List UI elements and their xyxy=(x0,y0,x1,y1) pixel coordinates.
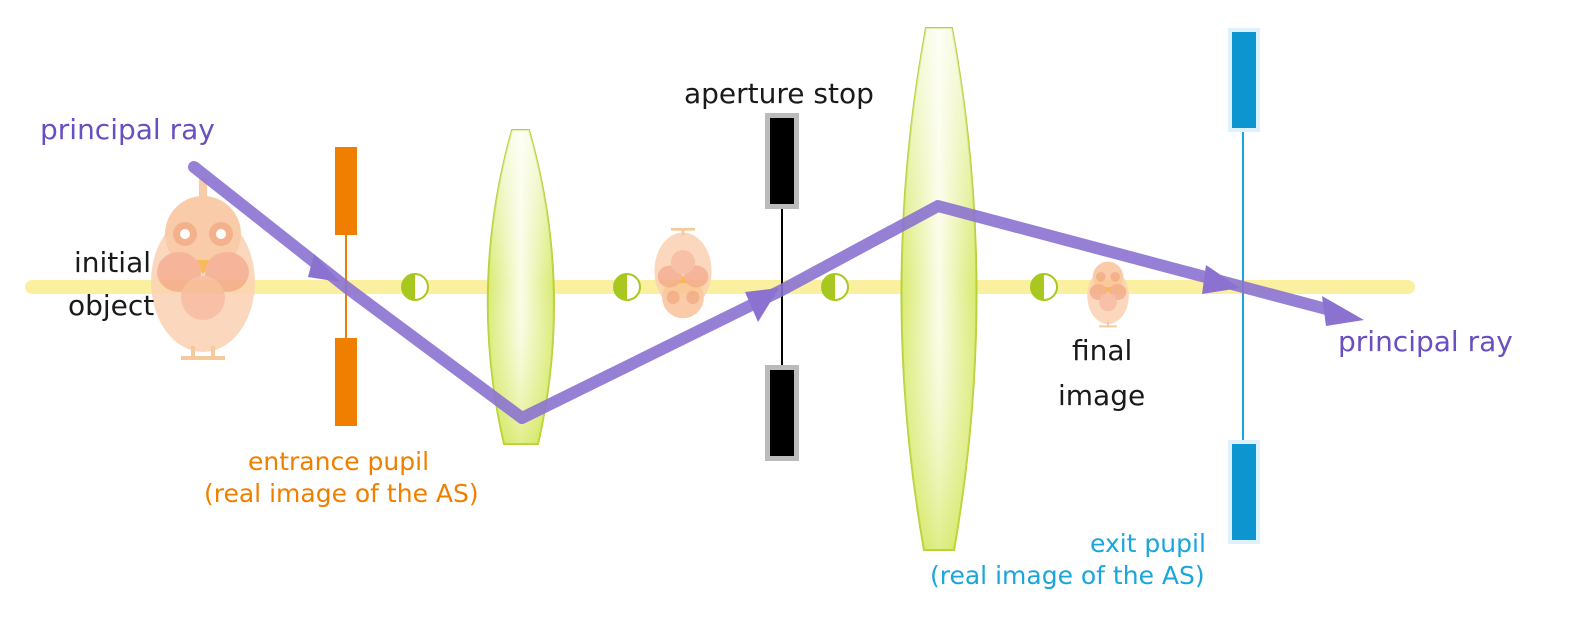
initial-object-label: object xyxy=(68,289,154,322)
arrowhead xyxy=(1322,296,1364,326)
bird-icon xyxy=(151,178,255,360)
principal-ray xyxy=(188,161,1336,424)
small-bird-icon xyxy=(1087,261,1129,328)
focal-point-icon xyxy=(613,273,641,301)
principal-ray-label-left: principal ray xyxy=(40,113,215,146)
ray-arrowheads xyxy=(308,254,1364,326)
entrance-pupil-label: entrance pupil xyxy=(248,447,429,476)
initial-object-label: initial xyxy=(74,246,151,279)
inverted-bird-icon xyxy=(654,227,712,319)
focal-point-icon xyxy=(401,273,429,301)
aperture-stop-label: aperture stop xyxy=(684,77,874,110)
focal-point-icon xyxy=(1030,273,1058,301)
principal-ray-label-right: principal ray xyxy=(1338,325,1513,358)
exit-pupil xyxy=(1228,28,1260,544)
entrance-pupil xyxy=(335,147,357,426)
arrowhead xyxy=(1202,265,1240,294)
arrowhead xyxy=(308,254,340,282)
focal-point-icon xyxy=(821,273,849,301)
exit-pupil-label: exit pupil xyxy=(1090,529,1206,558)
entrance-pupil-label: (real image of the AS) xyxy=(204,479,479,508)
final-image-label: image xyxy=(1058,379,1145,412)
exit-pupil-label: (real image of the AS) xyxy=(930,561,1205,590)
aperture-stop xyxy=(765,113,799,461)
final-image-label: final xyxy=(1072,334,1132,367)
arrowhead xyxy=(745,288,779,322)
